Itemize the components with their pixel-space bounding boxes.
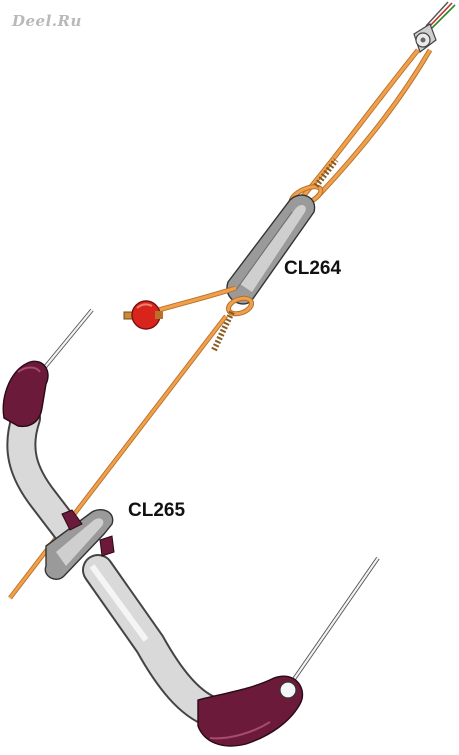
flying-lines [425,1,456,31]
stopper-leash [151,285,237,315]
left-end-cap [2,360,49,428]
depower-rope-loop [288,48,433,208]
watermark-logo: Deel.Ru [12,12,82,30]
right-end-cap [197,675,304,747]
right-leader-line [290,556,380,684]
label-cl264: CL264 [284,258,342,279]
pulley-icon [413,23,437,53]
clam-cleat-upper [226,194,316,305]
stopper-ball-icon [123,300,163,330]
label-cl265: CL265 [128,500,186,521]
clam-cleat-lower [44,508,115,580]
